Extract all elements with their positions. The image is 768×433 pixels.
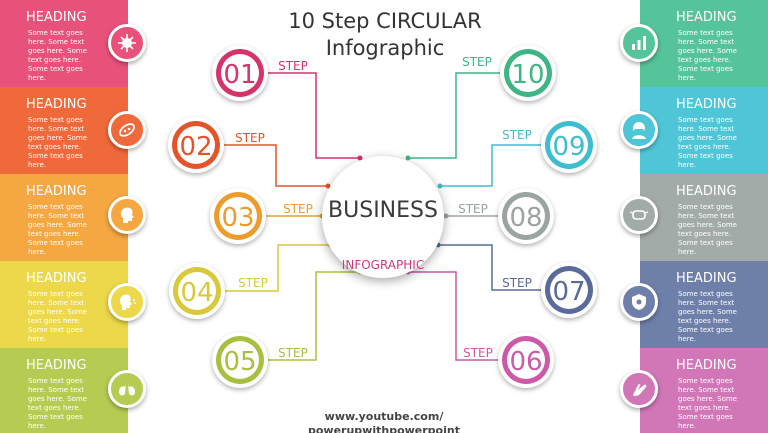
step-7-label: STEP — [502, 276, 532, 290]
virus-icon — [108, 24, 146, 62]
connector-step-7 — [438, 244, 543, 291]
chart-icon — [620, 24, 658, 62]
step-1-number: 01 — [223, 60, 257, 90]
center-subtitle: INFOGRAPHIC — [341, 258, 425, 272]
step-4-label: STEP — [238, 276, 268, 290]
panel-text: Some text goes here. Some text goes here… — [678, 377, 737, 430]
panel-text: Some text goes here. Some text goes here… — [28, 116, 87, 169]
panel-text: Some text goes here. Some text goes here… — [28, 203, 87, 256]
step-3-label: STEP — [283, 202, 313, 216]
step-9-circle — [541, 117, 597, 173]
step-8-label: STEP — [458, 202, 488, 216]
step-7-circle — [541, 262, 597, 318]
connector-step-9 — [440, 144, 543, 187]
panel-5: HEADING Some text goes here. Some text g… — [0, 348, 128, 433]
panel-heading: HEADING — [26, 271, 87, 286]
step-9-number: 09 — [552, 132, 586, 162]
center-title: BUSINESS — [328, 198, 438, 223]
sneeze-icon — [108, 283, 146, 321]
step-6-circle — [498, 332, 554, 388]
lungs-icon — [108, 370, 146, 408]
panel-heading: HEADING — [676, 10, 737, 25]
connector-step-6 — [408, 271, 500, 361]
step-10-label: STEP — [462, 55, 492, 69]
center-circle — [322, 156, 444, 278]
panel-text: Some text goes here. Some text goes here… — [28, 29, 87, 82]
panel-1: HEADING Some text goes here. Some text g… — [0, 0, 128, 87]
panel-7: HEADING Some text goes here. Some text g… — [640, 87, 768, 174]
panel-3: HEADING Some text goes here. Some text g… — [0, 174, 128, 261]
hand-wash-icon — [620, 370, 658, 408]
step-1-circle — [212, 45, 268, 101]
step-10-number: 10 — [511, 60, 545, 90]
step-9-label: STEP — [502, 128, 532, 142]
panel-heading: HEADING — [26, 10, 87, 25]
panel-4: HEADING Some text goes here. Some text g… — [0, 261, 128, 348]
panel-heading: HEADING — [26, 184, 87, 199]
step-7-number: 07 — [552, 277, 586, 307]
panel-text: Some text goes here. Some text goes here… — [28, 377, 87, 430]
page-title: 10 Step CIRCULAR Infographic — [288, 9, 482, 60]
step-4-circle — [169, 263, 225, 319]
step-5-number: 05 — [223, 347, 257, 377]
mask-person-icon — [620, 111, 658, 149]
step-1-label: STEP — [278, 59, 308, 73]
step-3-number: 03 — [221, 203, 255, 233]
panel-text: Some text goes here. Some text goes here… — [28, 290, 87, 343]
step-2-number: 02 — [179, 132, 213, 162]
panel-text: Some text goes here. Some text goes here… — [678, 203, 737, 256]
panel-heading: HEADING — [26, 358, 87, 373]
shield-virus-icon — [620, 283, 658, 321]
panel-heading: HEADING — [676, 358, 737, 373]
panel-heading: HEADING — [26, 97, 87, 112]
step-5-circle — [212, 332, 268, 388]
panel-text: Some text goes here. Some text goes here… — [678, 116, 737, 169]
connector-step-5 — [268, 271, 360, 361]
panel-text: Some text goes here. Some text goes here… — [678, 290, 737, 343]
step-4-number: 04 — [180, 278, 214, 308]
panel-heading: HEADING — [676, 271, 737, 286]
sick-person-icon — [108, 196, 146, 234]
step-2-circle — [168, 117, 224, 173]
step-5-label: STEP — [278, 346, 308, 360]
step-6-label: STEP — [463, 346, 493, 360]
panel-6: HEADING Some text goes here. Some text g… — [640, 0, 768, 87]
panel-2: HEADING Some text goes here. Some text g… — [0, 87, 128, 174]
step-8-circle — [498, 188, 554, 244]
connector-step-1 — [268, 72, 360, 159]
bacteria-icon — [108, 111, 146, 149]
connector-step-2 — [223, 144, 328, 187]
footer-url: www.youtube.com/ powerupwithpowerpoint — [308, 410, 460, 433]
step-10-circle — [500, 45, 556, 101]
step-8-number: 08 — [509, 203, 543, 233]
panel-heading: HEADING — [676, 184, 737, 199]
step-2-label: STEP — [235, 131, 265, 145]
step-6-number: 06 — [509, 347, 543, 377]
panel-9: HEADING Some text goes here. Some text g… — [640, 261, 768, 348]
connector-step-4 — [225, 244, 330, 292]
panel-8: HEADING Some text goes here. Some text g… — [640, 174, 768, 261]
face-mask-icon — [620, 196, 658, 234]
connector-step-10 — [408, 72, 500, 159]
panel-10: HEADING Some text goes here. Some text g… — [640, 348, 768, 433]
step-3-circle — [210, 188, 266, 244]
panel-text: Some text goes here. Some text goes here… — [678, 29, 737, 82]
panel-heading: HEADING — [676, 97, 737, 112]
